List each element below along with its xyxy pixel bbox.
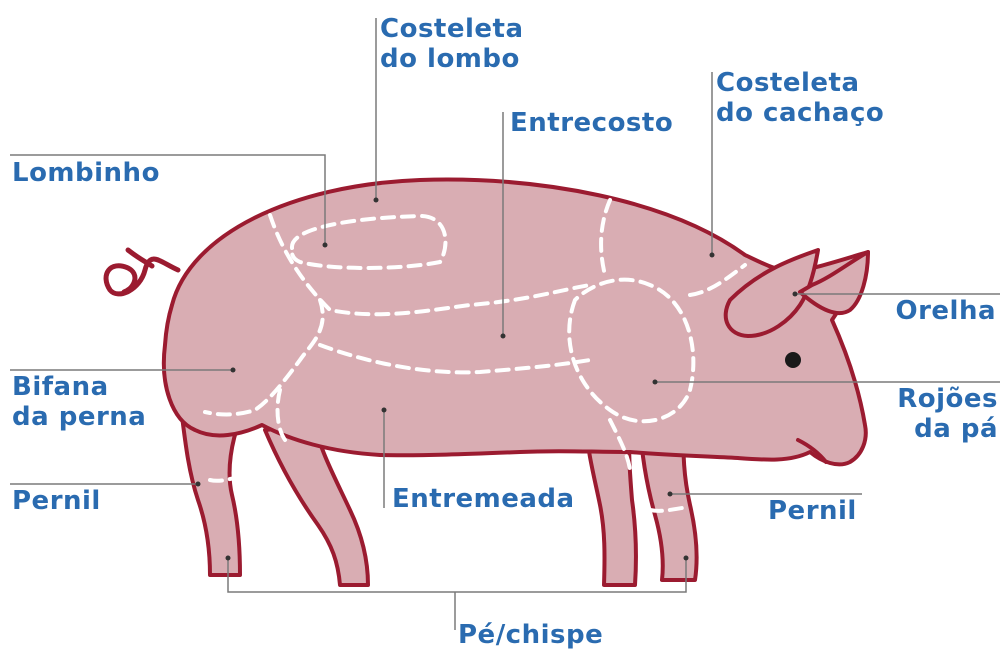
label-pe-chispe-text: Pé/chispe: [458, 620, 603, 650]
label-rojoes-da-pa: Rojões da pá: [897, 384, 998, 444]
label-entremeada-text: Entremeada: [392, 484, 575, 514]
label-costeleta-do-lombo-line2: do lombo: [380, 44, 524, 74]
label-pernil-right: Pernil: [768, 496, 857, 526]
label-bifana-da-perna-line2: da perna: [12, 402, 146, 432]
label-orelha-text: Orelha: [895, 296, 996, 326]
label-bifana-da-perna-line1: Bifana: [12, 372, 146, 402]
label-bifana-da-perna: Bifana da perna: [12, 372, 146, 432]
label-pernil-right-text: Pernil: [768, 496, 857, 526]
label-rojoes-da-pa-line2: da pá: [897, 414, 998, 444]
label-lombinho: Lombinho: [12, 158, 160, 188]
label-rojoes-da-pa-line1: Rojões: [897, 384, 998, 414]
label-costeleta-do-lombo-line1: Costeleta: [380, 14, 524, 44]
label-lombinho-text: Lombinho: [12, 158, 160, 188]
label-costeleta-do-cachaco-line1: Costeleta: [716, 68, 884, 98]
label-orelha: Orelha: [895, 296, 996, 326]
pig-tail: [106, 250, 178, 294]
label-pernil-left-text: Pernil: [12, 486, 101, 516]
label-pernil-left: Pernil: [12, 486, 101, 516]
label-entrecosto-text: Entrecosto: [510, 108, 673, 138]
label-costeleta-do-cachaco: Costeleta do cachaço: [716, 68, 884, 128]
label-entrecosto: Entrecosto: [510, 108, 673, 138]
label-pe-chispe: Pé/chispe: [458, 620, 603, 650]
pig-eye: [785, 352, 801, 368]
label-costeleta-do-cachaco-line2: do cachaço: [716, 98, 884, 128]
label-costeleta-do-lombo: Costeleta do lombo: [380, 14, 524, 74]
label-entremeada: Entremeada: [392, 484, 575, 514]
